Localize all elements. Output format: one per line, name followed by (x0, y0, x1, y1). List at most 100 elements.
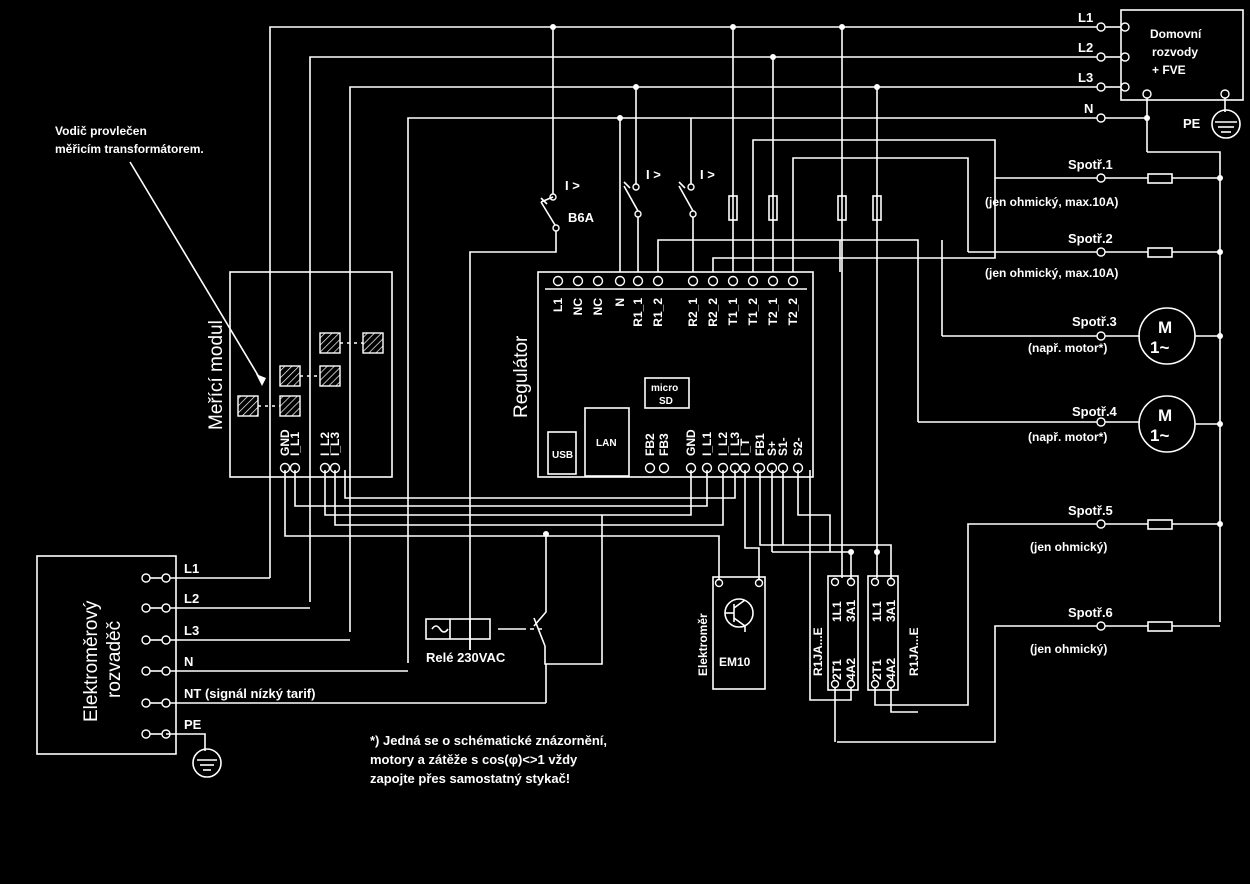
em10-meter: EM10 Elektroměr (696, 576, 766, 690)
breaker3-symbol: I > (700, 167, 715, 182)
reg-top-pin-label: L1 (551, 298, 565, 312)
meter-board-terminal-in (141, 635, 151, 645)
ssr2-pin-2t1: 2T1 (870, 659, 884, 680)
meter-board-terminal-out (161, 698, 171, 708)
breaker1-rating: B6A (568, 210, 595, 225)
motor1-label: M (1158, 318, 1172, 337)
meter-board-title-line1: Elektroměrový (81, 600, 102, 722)
footnote-line3: zapojte přes samostatný stykač! (370, 771, 570, 786)
reg-top-terminal (652, 275, 664, 287)
lan-port: LAN (596, 438, 617, 449)
meter-module-pin-label: I_L2 (318, 432, 332, 456)
relay-label: Relé 230VAC (426, 650, 506, 665)
load1-note: (jen ohmický, max.10A) (985, 195, 1118, 209)
reg-top-pin-label: R2_1 (686, 298, 700, 327)
reg-bottom-terminal (658, 462, 670, 474)
meter-board-terminal-out (161, 573, 171, 583)
ct-note-line1: Vodič provlečen (55, 124, 147, 138)
reg-bottom-pin-label: S2- (791, 437, 805, 456)
meter-board-terminal-out (161, 635, 171, 645)
reg-top-pin-label: T1_1 (726, 298, 740, 326)
ssr2-pin-4a2: 4A2 (884, 658, 898, 680)
line-label-l3: L3 (1078, 70, 1093, 85)
reg-bottom-pin-label: FB1 (753, 433, 767, 456)
footnote-line1: *) Jedná se o schématické znázornění, (370, 733, 607, 748)
reg-bottom-pin-label: FB3 (657, 433, 671, 456)
reg-top-pin-label: R2_2 (706, 298, 720, 327)
sd-slot-line1: micro (651, 383, 678, 394)
load4-name: Spotř.4 (1072, 404, 1118, 419)
reg-top-pin-label: T1_2 (746, 298, 760, 326)
relay-230vac: Relé 230VAC (425, 515, 603, 665)
meter-board-terminal-in (141, 729, 151, 739)
reg-top-pin-label: R1_1 (631, 298, 645, 327)
reg-bottom-pin-label: GND (684, 429, 698, 456)
ssr-relay-2: 1L1 3A1 2T1 4A2 R1JA...E (867, 575, 921, 691)
breaker2-symbol: I > (646, 167, 661, 182)
breaker-r1: I > (623, 87, 661, 272)
reg-top-terminal (767, 275, 779, 287)
breaker-b6a: I > B6A (469, 27, 595, 650)
ssr-relay-1: 1L1 3A1 2T1 4A2 R1JA...E (811, 575, 859, 691)
ssr2-pin-1l1: 1L1 (870, 601, 884, 622)
earth-icon-bottom (166, 733, 222, 778)
reg-top-terminal (787, 275, 799, 287)
ssr-wiring (772, 470, 918, 742)
meter-board-row-label: NT (signál nízký tarif) (184, 686, 315, 701)
regulator-feed-wires (619, 118, 996, 422)
main-supply-lines: L1 L2 L3 N (269, 10, 1221, 663)
meter-board-row-label: L2 (184, 591, 199, 606)
motor2-label: M (1158, 406, 1172, 425)
reg-top-pin-label: T2_1 (766, 298, 780, 326)
reg-top-pin-label: T2_2 (786, 298, 800, 326)
meter-board-row-label: L1 (184, 561, 199, 576)
meter-board-terminal-out (161, 603, 171, 613)
regulator-title: Regulátor (511, 335, 532, 418)
em10-side-label: Elektroměr (696, 613, 710, 676)
load3-name: Spotř.3 (1072, 314, 1117, 329)
ssr2-pin-3a1: 3A1 (884, 600, 898, 622)
ssr1-pin-1l1: 1L1 (830, 601, 844, 622)
reg-top-terminal (687, 275, 699, 287)
load6-note: (jen ohmický) (1030, 642, 1107, 656)
line-label-l1: L1 (1078, 10, 1093, 25)
reg-top-terminal (747, 275, 759, 287)
fuses (728, 27, 882, 552)
meter-board-row-label: L3 (184, 623, 199, 638)
reg-top-terminal (592, 275, 604, 287)
footnote: *) Jedná se o schématické znázornění, mo… (370, 733, 607, 786)
motor1-symbol: 1~ (1150, 338, 1169, 357)
house-title-line2: rozvody (1152, 45, 1198, 59)
reg-bottom-pin-label: FB2 (643, 433, 657, 456)
meter-module-pin-label: GND (278, 429, 292, 456)
meter-board-terminal-in (141, 573, 151, 583)
reg-bottom-pin-label: I_L2 (716, 432, 730, 456)
pe-label-top: PE (1183, 116, 1201, 131)
house-supply-box: Domovní rozvody + FVE (1120, 9, 1244, 101)
reg-bottom-pin-label: I_T (738, 438, 752, 456)
meter-board-row-label: PE (184, 717, 202, 732)
reg-top-terminal (552, 275, 564, 287)
house-title-line3: + FVE (1152, 63, 1186, 77)
meter-board-terminal-in (141, 666, 151, 676)
reg-top-terminal (632, 275, 644, 287)
reg-top-pin-label: NC (591, 298, 605, 316)
ssr1-pin-3a1: 3A1 (844, 600, 858, 622)
load6-name: Spotř.6 (1068, 605, 1113, 620)
ct-note-line2: měřicím transformátorem. (55, 142, 204, 156)
breaker1-symbol: I > (565, 178, 580, 193)
breaker-r2: I > (678, 118, 715, 272)
line-label-l2: L2 (1078, 40, 1093, 55)
meter-module-pin-label: I_L3 (328, 432, 342, 456)
footnote-line2: motory a zátěže s cos(φ)<>1 vždy (370, 752, 578, 767)
earth-icon-top (1211, 98, 1241, 139)
load2-note: (jen ohmický, max.10A) (985, 266, 1118, 280)
loads: Spotř.1 (jen ohmický, max.10A) Spotř.2 (… (837, 157, 1223, 743)
reg-top-pin-label: NC (571, 298, 585, 316)
meter-board-title-line2: rozvaděč (104, 621, 125, 698)
